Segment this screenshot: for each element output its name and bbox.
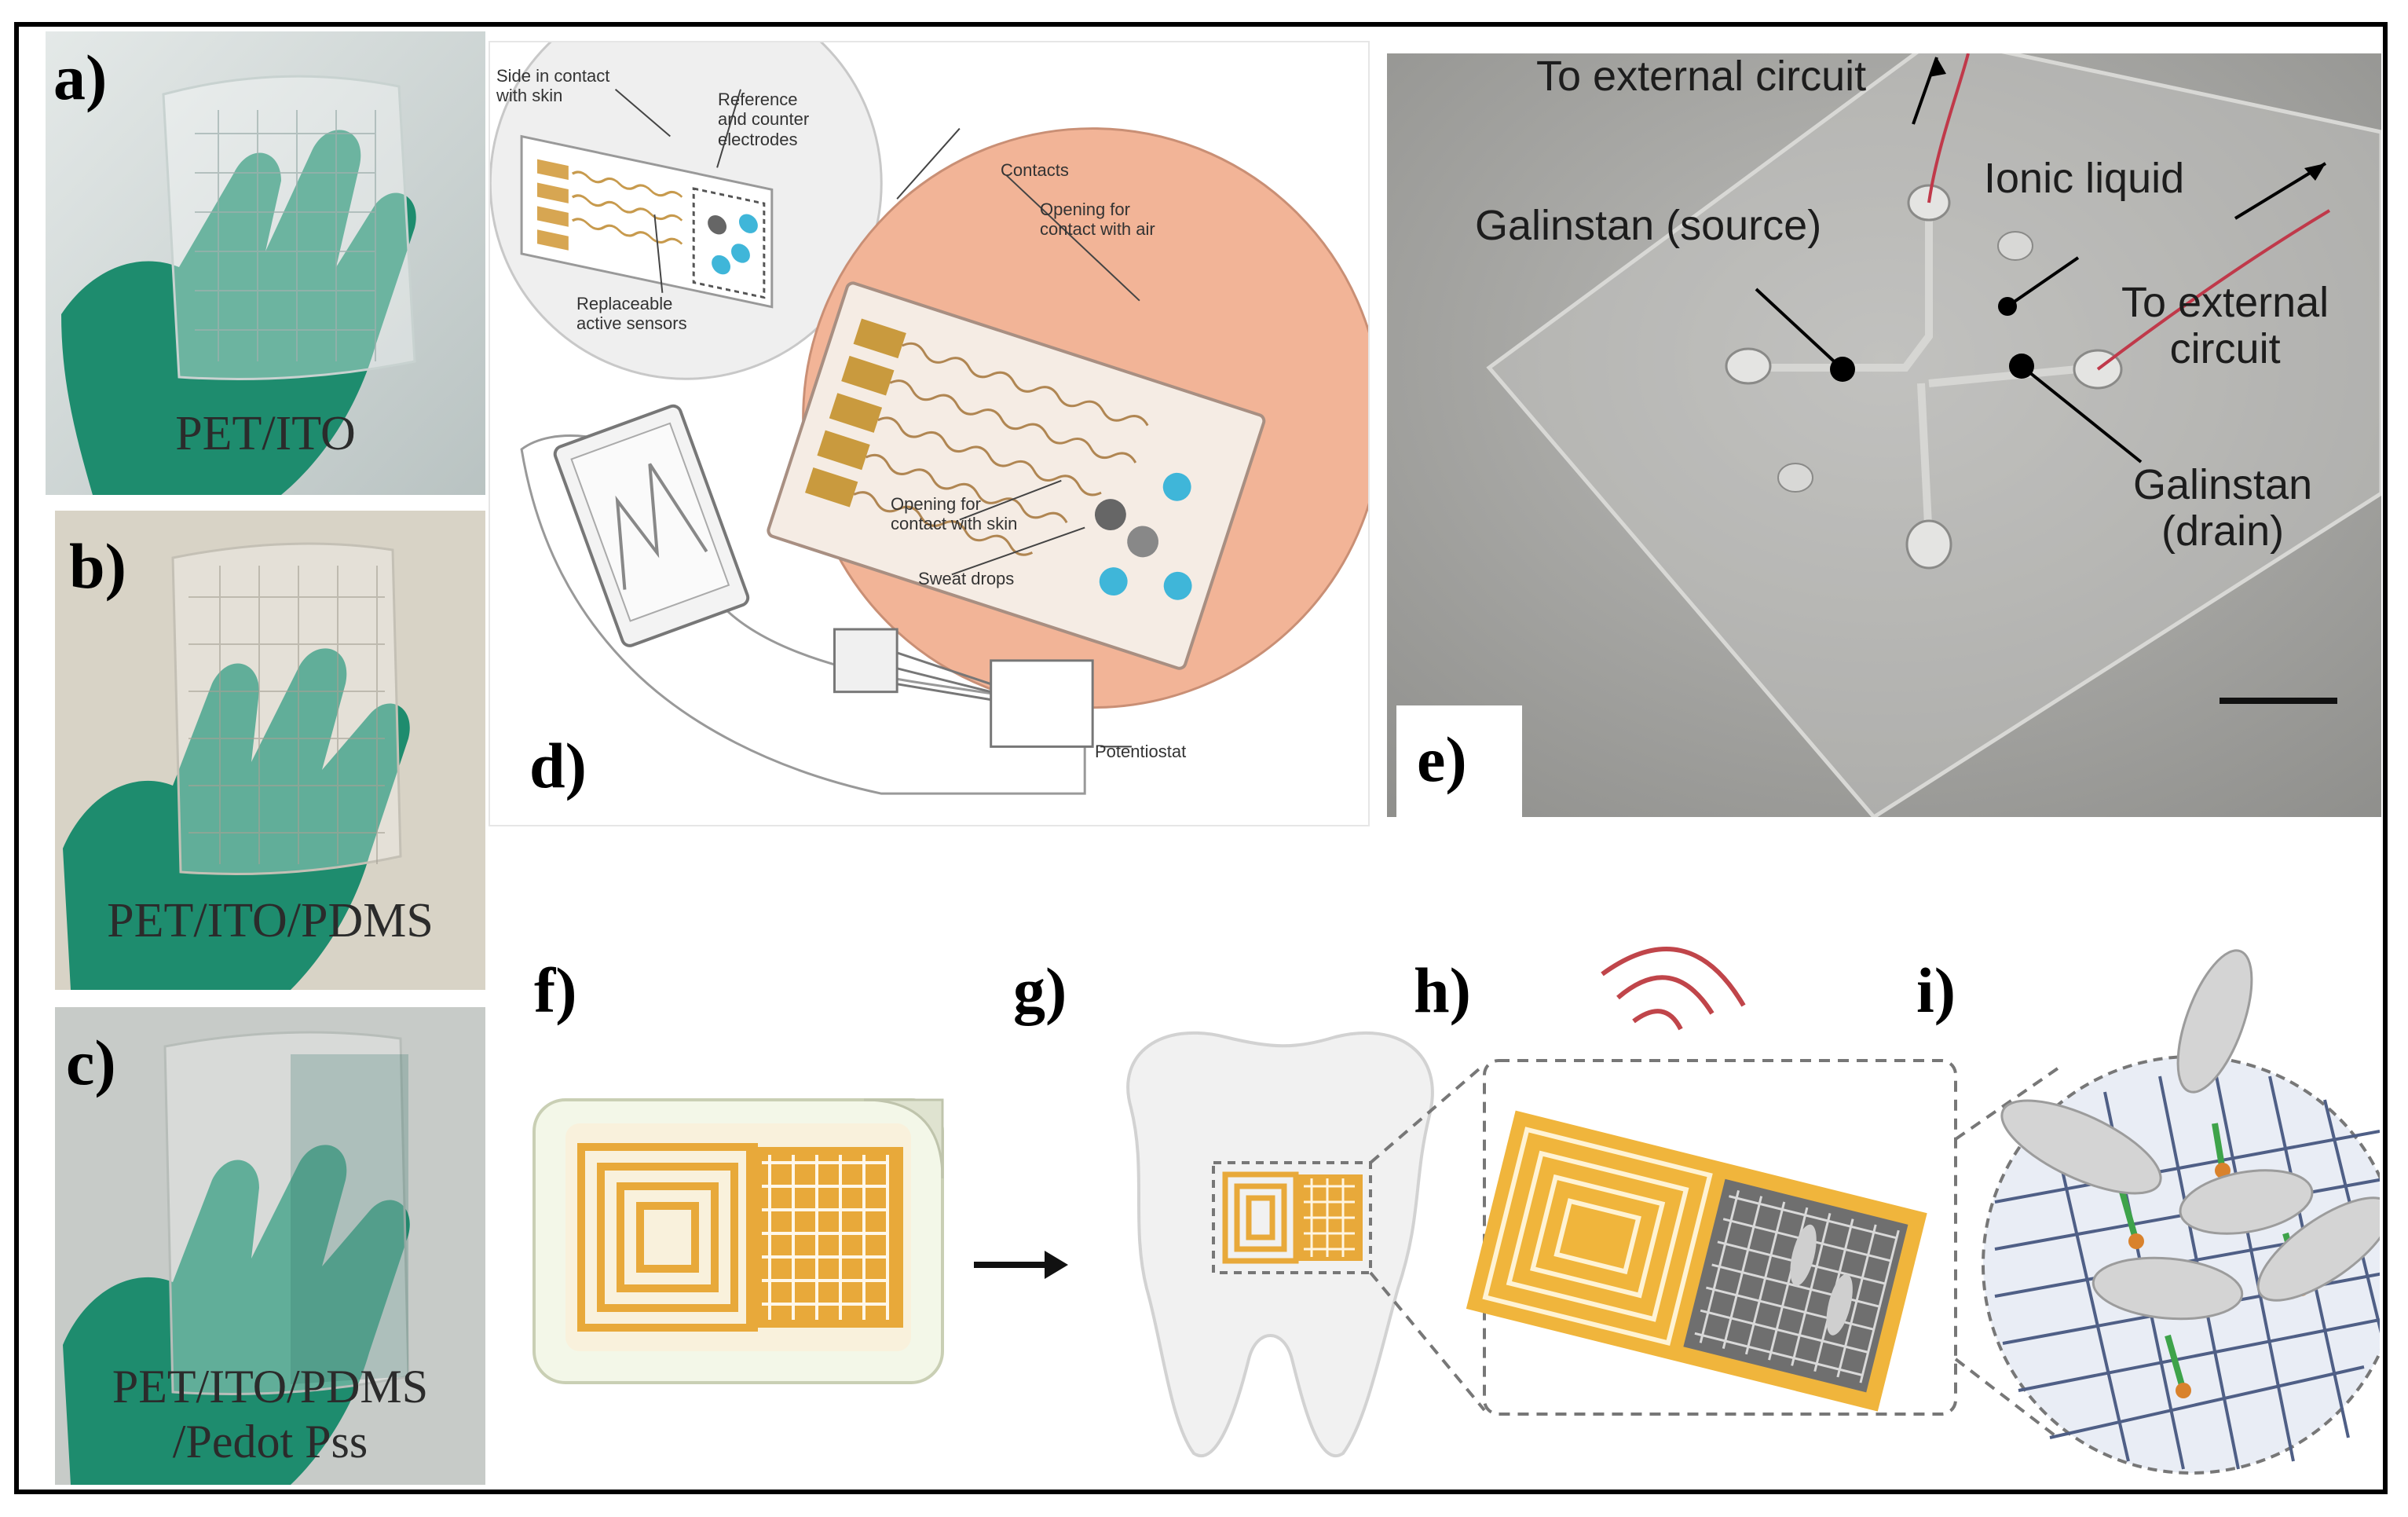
panel-a-label: a) bbox=[53, 42, 108, 113]
d-anno-opening-air: Opening for contact with air bbox=[1040, 200, 1155, 240]
d-anno-side-contact: Side in contact with skin bbox=[496, 66, 610, 106]
panel-fghi: f) g) h) i) bbox=[518, 919, 2380, 1485]
panel-f-label: f) bbox=[534, 955, 577, 1026]
panel-e: To external circuit Ionic liquid Galinst… bbox=[1387, 53, 2381, 817]
panel-d: Side in contact with skin Reference and … bbox=[489, 41, 1370, 826]
panel-d-illustration bbox=[490, 42, 1368, 795]
panel-f-patch bbox=[532, 1098, 944, 1384]
panel-c-photo bbox=[55, 1007, 485, 1485]
d-anno-potentiostat: Potentiostat bbox=[1095, 742, 1187, 761]
panel-g-tooth bbox=[1126, 1031, 1434, 1457]
panel-fghi-illustration bbox=[532, 947, 2380, 1475]
panel-i-graphene bbox=[1982, 949, 2380, 1475]
e-anno-ext1: To external circuit bbox=[1536, 53, 1867, 100]
panel-b-caption: PET/ITO/PDMS bbox=[107, 894, 434, 947]
panel-a-photo bbox=[46, 31, 485, 495]
panel-e-photo bbox=[1387, 53, 2381, 817]
panel-i-label: i) bbox=[1916, 955, 1956, 1026]
d-anno-opening-skin: Opening for contact with skin bbox=[891, 494, 1018, 534]
e-anno-drain: Galinstan (drain) bbox=[2133, 461, 2313, 555]
panel-h-sensor bbox=[1466, 947, 1957, 1416]
panel-c: c) PET/ITO/PDMS /Pedot Pss bbox=[55, 1007, 485, 1485]
d-anno-contacts: Contacts bbox=[1001, 160, 1069, 180]
panel-e-label: e) bbox=[1417, 724, 1467, 795]
panel-h-label: h) bbox=[1414, 955, 1471, 1026]
e-anno-ext2: To external circuit bbox=[2121, 279, 2329, 373]
panel-a-caption: PET/ITO bbox=[175, 407, 356, 460]
panel-b-photo bbox=[55, 511, 485, 990]
d-anno-replaceable: Replaceable active sensors bbox=[576, 294, 687, 334]
d-anno-ref-counter: Reference and counter electrodes bbox=[718, 90, 810, 149]
panel-c-label: c) bbox=[66, 1027, 116, 1098]
panel-c-caption-line1: PET/ITO/PDMS bbox=[112, 1361, 429, 1413]
e-anno-source: Galinstan (source) bbox=[1475, 202, 1822, 249]
panel-b-label: b) bbox=[69, 530, 126, 602]
d-anno-sweat: Sweat drops bbox=[918, 569, 1015, 588]
panel-a: a) PET/ITO bbox=[46, 31, 485, 495]
panel-c-caption-line2: /Pedot Pss bbox=[172, 1416, 368, 1468]
panel-g-label: g) bbox=[1013, 955, 1067, 1026]
e-anno-ionic: Ionic liquid bbox=[1984, 155, 2185, 202]
panel-b: b) PET/ITO/PDMS bbox=[55, 511, 485, 990]
panel-d-label: d) bbox=[529, 730, 587, 801]
